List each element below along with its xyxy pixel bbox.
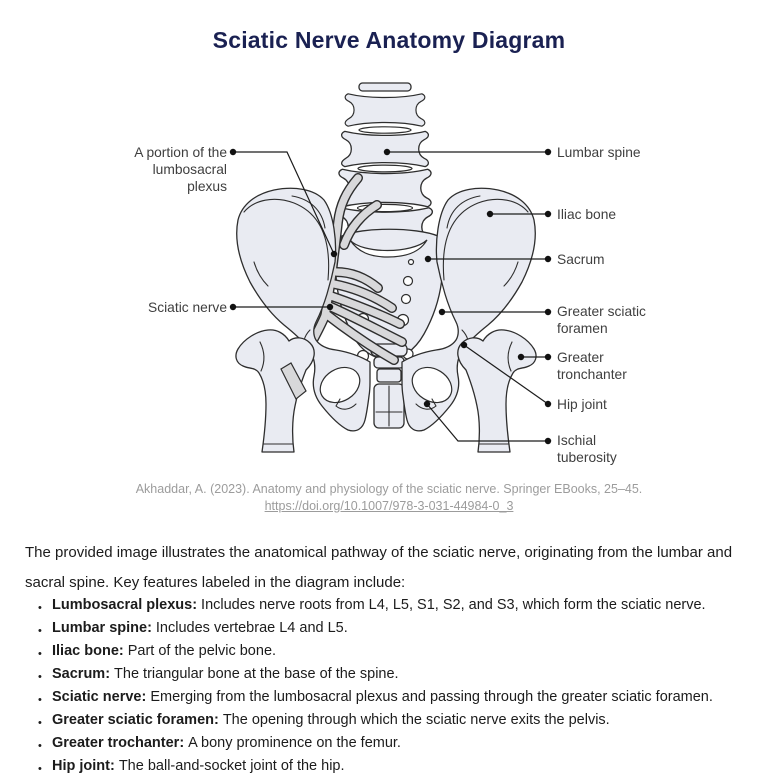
bullet-dot: • [38, 740, 42, 752]
sciatic-nerve-lower-segment [280, 362, 307, 400]
label-iliac-bone: Iliac bone [557, 207, 616, 222]
svg-text:tronchanter: tronchanter [557, 367, 627, 382]
bullet-dot: • [38, 648, 42, 660]
list-item: •Hip joint:The ball-and-socket joint of … [38, 758, 345, 775]
label-lines [229, 148, 552, 445]
sciatic-nerve-figure: A portion of the lumbosacral plexus Scia… [134, 82, 646, 465]
label-texts: A portion of the lumbosacral plexus Scia… [134, 145, 646, 465]
svg-text:lumbosacral: lumbosacral [153, 162, 227, 177]
page-title: Sciatic Nerve Anatomy Diagram [212, 27, 566, 53]
list-item: •Greater trochanter:A bony prominence on… [38, 735, 401, 752]
intro-paragraph: The provided image illustrates the anato… [25, 544, 733, 591]
citation-doi-link[interactable]: https://doi.org/10.1007/978-3-031-44984-… [264, 498, 514, 513]
list-item: •Iliac bone:Part of the pelvic bone. [38, 643, 277, 660]
list-item: •Sciatic nerve:Emerging from the lumbosa… [38, 689, 713, 706]
anatomy-diagram: A portion of the lumbosacral plexus Scia… [0, 80, 778, 472]
bullet-dot: • [38, 625, 42, 637]
label-greater-trochanter: Greater [557, 350, 604, 365]
list-item: •Greater sciatic foramen:The opening thr… [38, 712, 610, 729]
citation-text: Akhaddar, A. (2023). Anatomy and physiol… [135, 482, 643, 496]
bullet-dot: • [38, 602, 42, 614]
label-ischial-tuberosity: Ischial [557, 433, 596, 448]
label-sacrum: Sacrum [557, 252, 605, 267]
label-sciatic-nerve: Sciatic nerve [148, 300, 227, 315]
list-item: •Lumbosacral plexus:Includes nerve roots… [38, 597, 706, 614]
svg-text:foramen: foramen [557, 321, 608, 336]
label-lumbosacral-plexus: A portion of the [134, 145, 227, 160]
svg-text:plexus: plexus [187, 179, 227, 194]
svg-text:tuberosity: tuberosity [557, 450, 617, 465]
label-greater-sciatic-foramen: Greater sciatic [557, 304, 646, 319]
key-features-list: •Lumbosacral plexus:Includes nerve roots… [25, 598, 773, 782]
label-lumbar-spine: Lumbar spine [557, 145, 641, 160]
bullet-dot: • [38, 717, 42, 729]
list-item: •Lumbar spine:Includes vertebrae L4 and … [38, 620, 348, 637]
bullet-dot: • [38, 671, 42, 683]
label-hip-joint: Hip joint [557, 397, 607, 412]
bullet-dot: • [38, 763, 42, 775]
list-item: •Sacrum:The triangular bone at the base … [38, 666, 399, 683]
citation: Akhaddar, A. (2023). Anatomy and physiol… [0, 481, 778, 514]
bullet-dot: • [38, 694, 42, 706]
